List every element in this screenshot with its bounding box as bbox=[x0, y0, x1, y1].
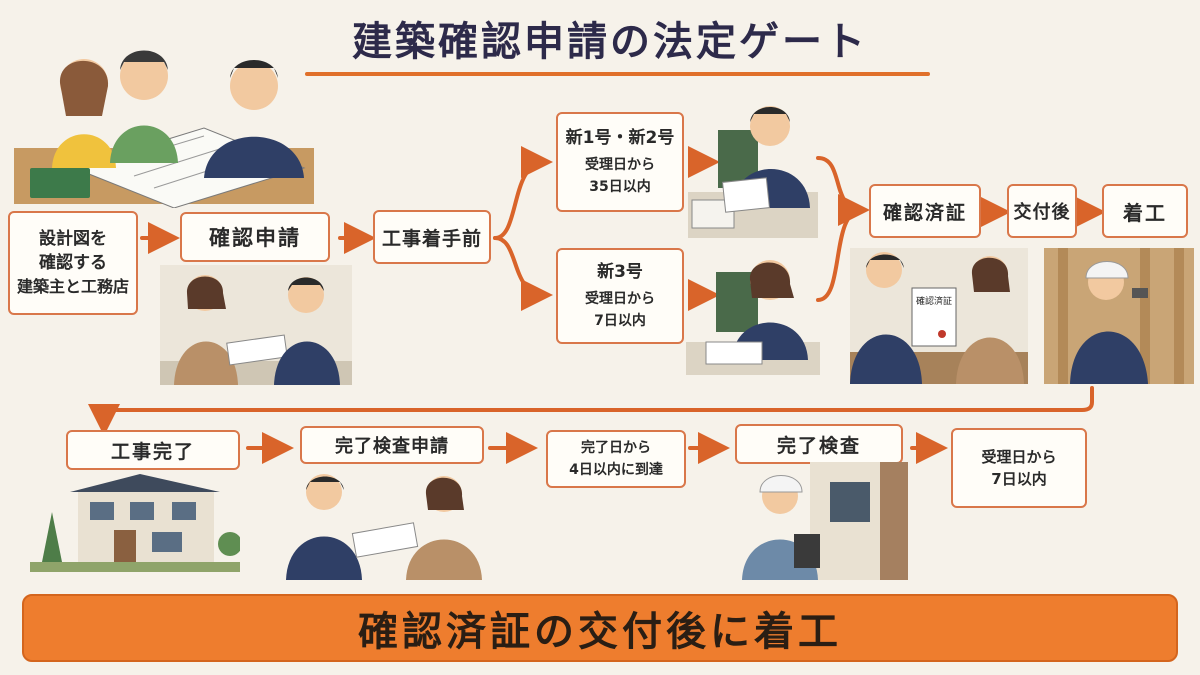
handover-illustration bbox=[286, 474, 482, 580]
review-illustration-a bbox=[688, 106, 818, 238]
apply-box: 確認申請 bbox=[180, 212, 330, 262]
person-builder bbox=[230, 62, 278, 110]
certificate-doc-label: 確認済証 bbox=[916, 295, 952, 307]
branch-a-box: 新1号・新2号 受理日から 35日以内 bbox=[556, 112, 684, 212]
inspection-box: 完了検査 bbox=[735, 424, 903, 464]
owner-box: 設計図を 確認する 建築主と工務店 bbox=[8, 211, 138, 315]
conclusion-banner: 確認済証の交付後に着工 bbox=[22, 594, 1178, 662]
start-box: 着工 bbox=[1102, 184, 1188, 238]
before-work-box: 工事着手前 bbox=[373, 210, 491, 264]
person-man-green bbox=[120, 52, 168, 100]
page-title: 建築確認申請の法定ゲート bbox=[352, 19, 868, 65]
review-illustration-b bbox=[686, 260, 820, 375]
builder-illustration bbox=[1044, 248, 1194, 384]
completion-box: 工事完了 bbox=[66, 430, 240, 470]
brace-merge bbox=[816, 156, 862, 302]
meeting-illustration bbox=[14, 50, 314, 208]
inspector-illustration bbox=[742, 462, 908, 580]
branch-b-box: 新3号 受理日から 7日以内 bbox=[556, 248, 684, 344]
arrow-branch-b bbox=[493, 236, 553, 311]
certificate-box: 確認済証 bbox=[869, 184, 981, 238]
inspection-apply-box: 完了検査申請 bbox=[300, 426, 484, 464]
title-underline bbox=[305, 72, 930, 76]
certificate-illustration: 確認済証 bbox=[850, 248, 1028, 384]
after-issue-box: 交付後 bbox=[1007, 184, 1077, 238]
reception-illustration bbox=[160, 265, 352, 385]
house-illustration bbox=[30, 474, 240, 572]
result-box: 受理日から 7日以内 bbox=[951, 428, 1087, 508]
arrival-box: 完了日から 4日以内に到達 bbox=[546, 430, 686, 488]
arrow-branch-a bbox=[493, 146, 553, 240]
return-connector bbox=[88, 386, 1094, 436]
